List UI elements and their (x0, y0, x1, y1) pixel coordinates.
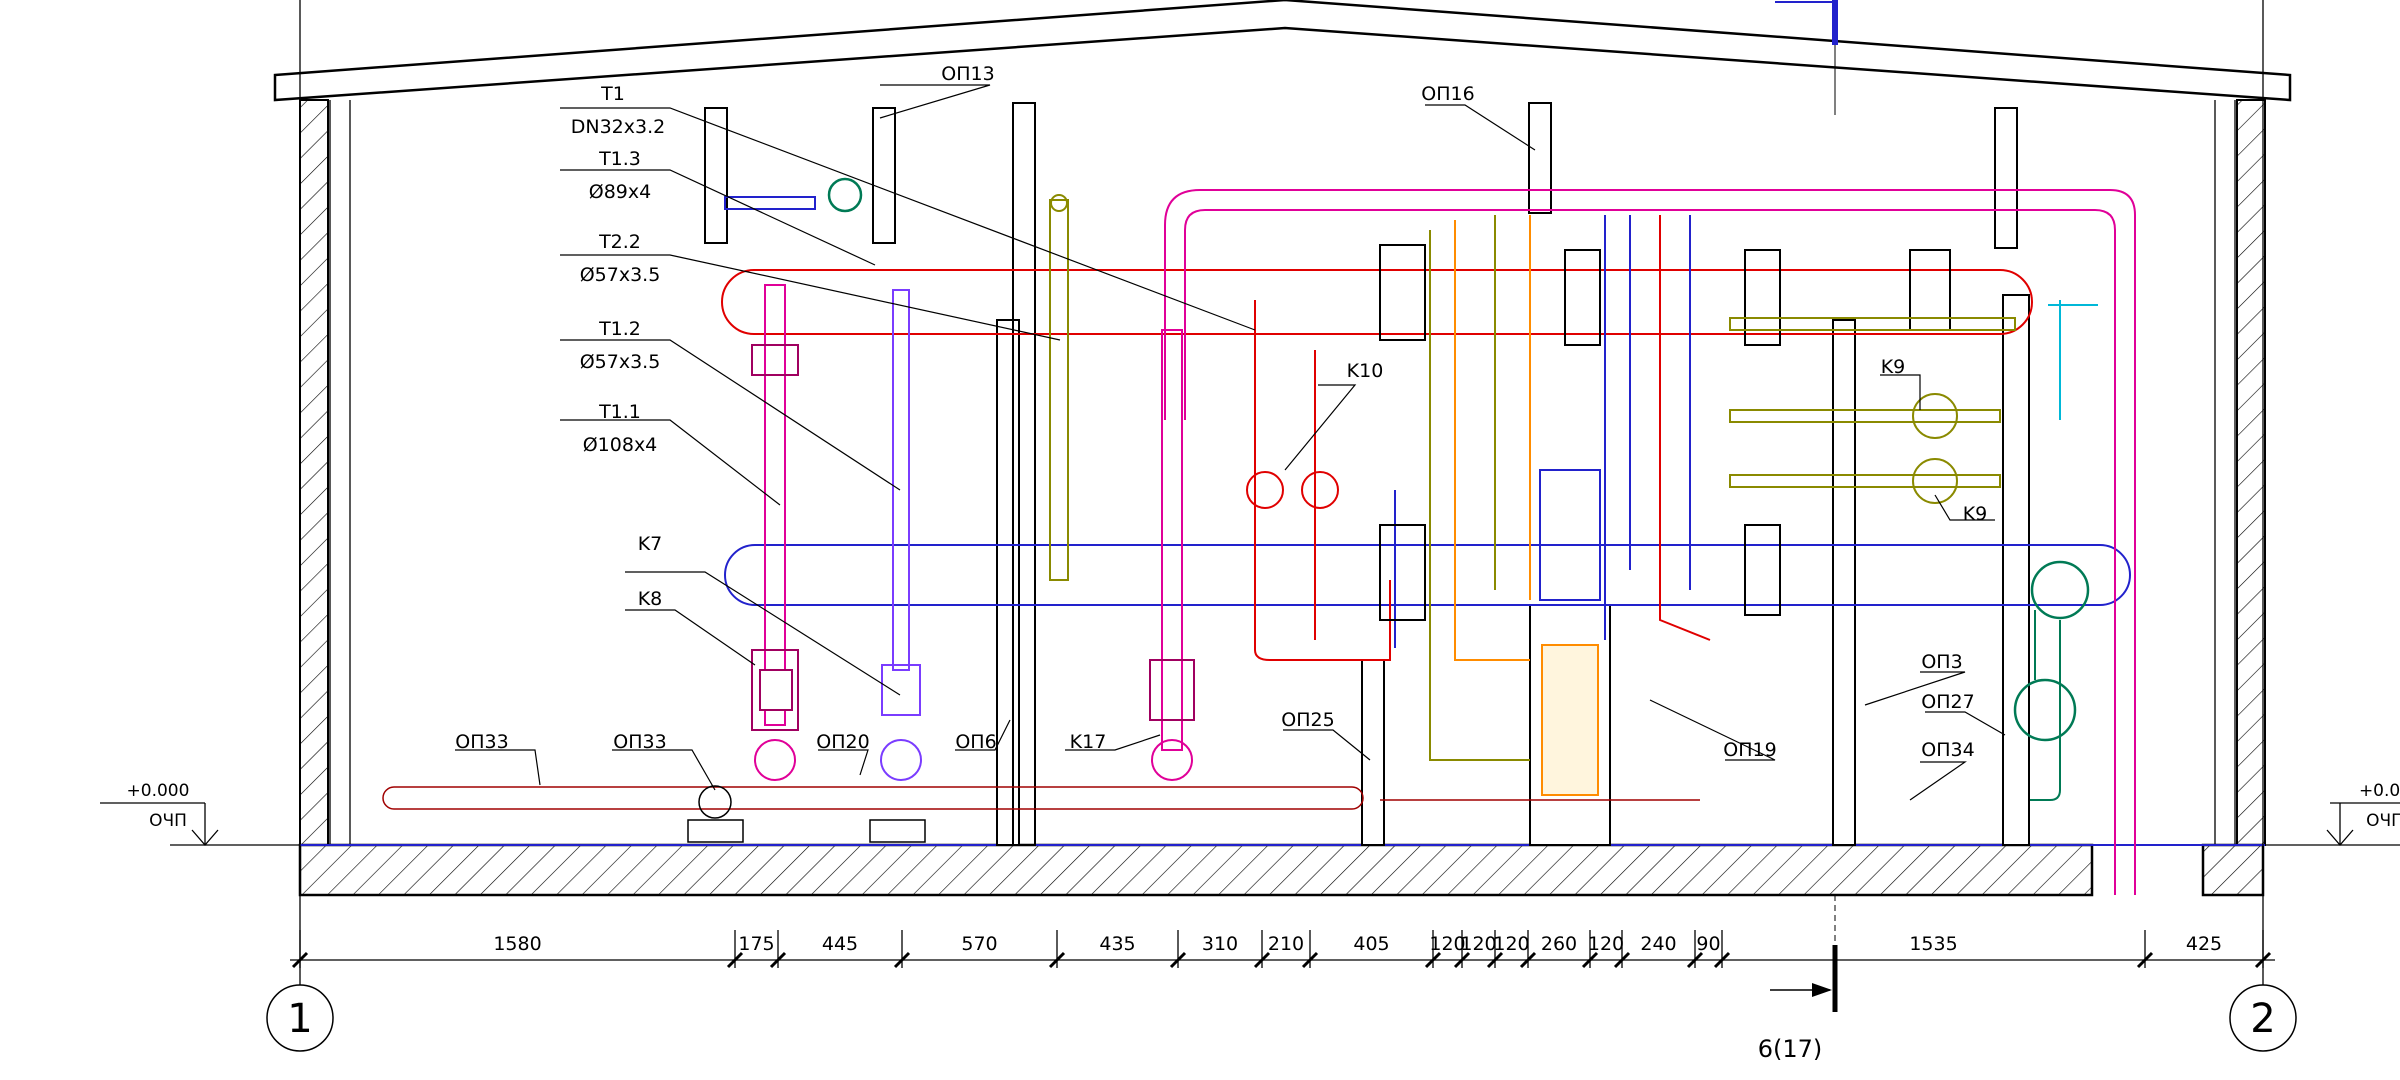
blue-header (724, 490, 2131, 648)
pipe-labels: T1 DN32x3.2 T1.3 Ø89x4 T2.2 Ø57x3.5 T1.2… (455, 63, 1987, 761)
label-t1-3: T1.3 (598, 148, 641, 170)
drain-pipe (382, 785, 1700, 843)
label-op34: ОП34 (1921, 739, 1974, 761)
dimension-value: 120 (1460, 933, 1496, 955)
dimension-tick (1424, 951, 1442, 969)
level-mark-left: +0.000 ОЧП (100, 781, 300, 846)
dimension-tick (1581, 951, 1599, 969)
roof (273, 0, 2292, 102)
label-op16: ОП16 (1421, 83, 1474, 105)
level-left-value: +0.000 (127, 781, 190, 801)
dimension-tick (1301, 951, 1319, 969)
dimension-value: 210 (1268, 933, 1304, 955)
dimension-value: 120 (1429, 933, 1465, 955)
label-op19: ОП19 (1723, 739, 1776, 761)
dimension-value: 405 (1353, 933, 1389, 955)
label-k17: K17 (1070, 731, 1107, 753)
level-right-name: ОЧП (2366, 811, 2400, 831)
label-k7: K7 (638, 533, 663, 555)
dimension-tick (1713, 951, 1731, 969)
dimension-tick (2136, 951, 2154, 969)
magenta-top-pipe (1164, 189, 2136, 895)
label-t2-2: T2.2 (598, 231, 641, 253)
label-op27: ОП27 (1921, 691, 1974, 713)
label-t1-2: T1.2 (598, 318, 641, 340)
section-cut (1770, 0, 1838, 1012)
dimension-value: 120 (1493, 933, 1529, 955)
dimension-value: 1580 (493, 933, 541, 955)
floor-slab (298, 843, 2094, 897)
label-k9-top: K9 (1881, 356, 1906, 378)
label-t1-1-size: Ø108x4 (583, 434, 658, 456)
dimension-value: 570 (961, 933, 997, 955)
label-op33-left: ОП33 (455, 731, 508, 753)
dimension-value: 425 (2186, 933, 2222, 955)
dimension-value: 260 (1541, 933, 1577, 955)
label-t1: T1 (600, 83, 625, 105)
label-k8: K8 (638, 588, 663, 610)
dimension-value: 435 (1099, 933, 1135, 955)
dimension-tick (1453, 951, 1471, 969)
floor-slab-right (2201, 843, 2265, 897)
label-op33-right: ОП33 (613, 731, 666, 753)
grid-axes: 1 2 (266, 0, 2297, 1052)
label-t2-2-size: Ø57x3.5 (580, 264, 661, 286)
support-columns (704, 102, 2030, 846)
dimension-value: 175 (738, 933, 774, 955)
label-op13: ОП13 (941, 63, 994, 85)
level-mark-right: +0.00 ОЧП (2265, 781, 2400, 846)
dimension-tick (769, 951, 787, 969)
label-k10: K10 (1347, 360, 1384, 382)
label-t1-size: DN32x3.2 (571, 116, 665, 138)
axis-bubble-right (2229, 984, 2297, 1052)
dimension-tick (1048, 951, 1066, 969)
left-wall (299, 99, 329, 846)
label-t1-2-size: Ø57x3.5 (580, 351, 661, 373)
dimension-value: 240 (1640, 933, 1676, 955)
label-t1-3-size: Ø89x4 (589, 181, 651, 203)
dimension-tick (726, 951, 744, 969)
level-right-value: +0.00 (2359, 781, 2400, 801)
section-reference: 6(17) (1758, 1035, 1823, 1063)
dimension-tick (1486, 951, 1504, 969)
right-wall (2236, 99, 2266, 846)
dimension-tick (1519, 951, 1537, 969)
label-op6: ОП6 (955, 731, 996, 753)
dimension-tick (1686, 951, 1704, 969)
vertical-pipes (724, 177, 2098, 801)
label-op3: ОП3 (1921, 651, 1962, 673)
level-left-name: ОЧП (149, 811, 187, 831)
dimension-value: 1535 (1909, 933, 1957, 955)
dimension-value: 445 (822, 933, 858, 955)
axis-bubble-left (266, 984, 334, 1052)
axis-label-right: 2 (2250, 996, 2275, 1042)
dimension-value: 90 (1696, 933, 1720, 955)
leader-lines (455, 84, 2006, 801)
dimension-tick (1169, 951, 1187, 969)
label-t1-1: T1.1 (598, 401, 641, 423)
dimension-tick (1253, 951, 1271, 969)
label-op20: ОП20 (816, 731, 869, 753)
dimension-tick (1613, 951, 1631, 969)
dimension-tick (893, 951, 911, 969)
axis-label-left: 1 (287, 996, 312, 1042)
dimension-value: 120 (1588, 933, 1624, 955)
label-k9-bottom: K9 (1963, 503, 1988, 525)
label-op25: ОП25 (1281, 709, 1334, 731)
red-header (721, 269, 2033, 335)
dimension-value: 310 (1202, 933, 1238, 955)
